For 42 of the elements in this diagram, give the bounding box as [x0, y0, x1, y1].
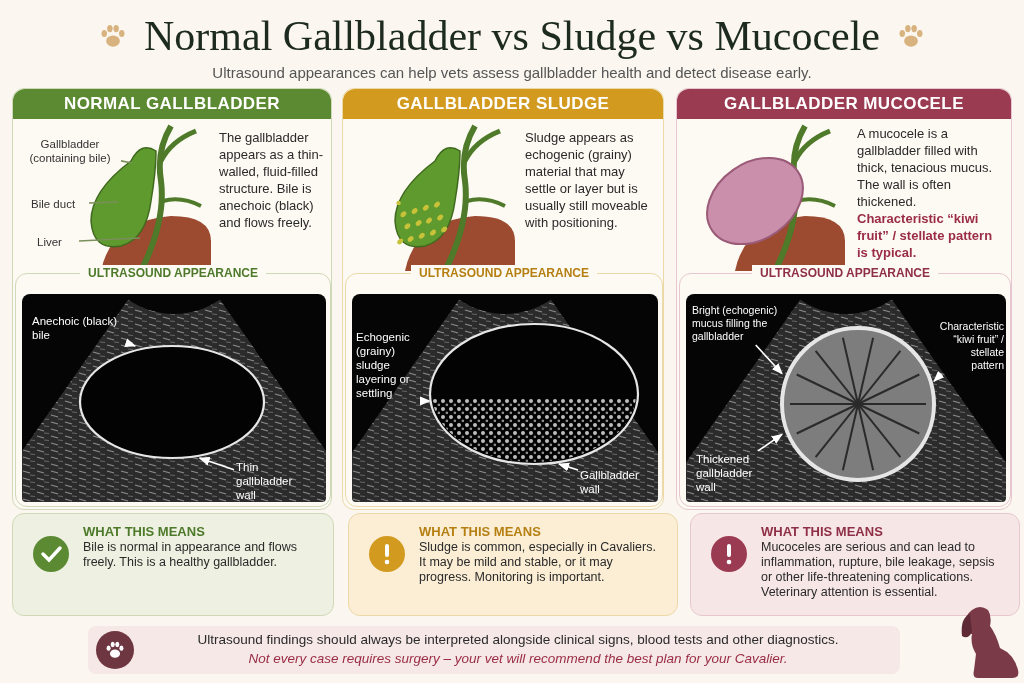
callout-label: Gallbladder (containing bile) — [21, 137, 119, 165]
page-title: Normal Gallbladder vs Sludge vs Mucocele — [144, 12, 880, 61]
leader-line — [120, 160, 133, 164]
card-text: Bile is normal in appearance and flows freely. This is a healthy gallbladder. — [83, 540, 298, 570]
callout-label: Bile duct — [31, 197, 87, 211]
panel-header: GALLBLADDER MUCOCELE — [677, 89, 1011, 119]
callout-label: Anechoic (black) bile — [32, 314, 132, 342]
callout-label: Liver — [37, 235, 77, 249]
info-card — [12, 513, 334, 616]
arrow — [124, 338, 137, 347]
panel-header: GALLBLADDER SLUDGE — [343, 89, 663, 119]
info-panel — [342, 88, 664, 510]
arrow — [754, 344, 783, 375]
card-heading: WHAT THIS MEANS — [761, 523, 883, 541]
info-panel — [676, 88, 1012, 510]
note-text: Ultrasound findings should always be interpreted alongside clinical signs, blood tests and other diagnostics. — [196, 631, 840, 649]
panel-header: NORMAL GALLBLADDER — [13, 89, 331, 119]
arrow — [933, 370, 945, 382]
gallbladder-shape — [78, 344, 266, 460]
callout-label: Characteristic “kiwi fruit” / stellate pattern — [936, 320, 1004, 372]
info-card — [348, 513, 678, 616]
gallbladder-shape — [780, 326, 936, 482]
callout-label: Echogenic (grainy) sludge layering or settling — [356, 330, 428, 400]
info-card — [690, 513, 1020, 616]
card-text: Mucoceles are serious and can lead to inflammation, rupture, bile leakage, sepsis or other life-threatening complications. Veterinary attention is essential. — [761, 540, 995, 600]
callout-label: Gallbladder wall — [580, 468, 652, 496]
subtitle: Ultrasound appearances can help vets assess gallbladder health and detect disease early. — [212, 63, 812, 83]
card-text: Sludge is common, especially in Cavaliers. It may be mild and stable, or it may progress. Monitoring is important. — [419, 540, 657, 585]
note-banner — [88, 626, 900, 674]
description-text: A mucocele is a gallbladder filled with thick, tenacious mucus. The wall is often thickened. Characteristic “kiwi fruit” / stellate pattern is typical. — [857, 125, 994, 261]
callout-label: Bright (echogenic) mucus filling the gallbladder — [692, 304, 780, 343]
note-text: Not every case requires surgery – your vet will recommend the best plan for your Cavalier. — [247, 650, 789, 668]
callout-label: Thin gallbladder wall — [236, 460, 298, 502]
arrow — [557, 462, 579, 472]
card-heading: WHAT THIS MEANS — [419, 523, 541, 541]
description-text: The gallbladder appears as a thin-walled, fluid-filled structure. Bile is anechoic (black) and flows freely. — [219, 129, 325, 231]
leader-line — [78, 237, 141, 242]
card-heading: WHAT THIS MEANS — [83, 523, 205, 541]
callout-label: Thickened gallbladder wall — [696, 452, 756, 494]
arrow — [420, 396, 431, 406]
description-text: Sludge appears as echogenic (grainy) material that may settle or layer but is usually still moveable with positioning. — [525, 129, 649, 231]
info-panel — [12, 88, 332, 510]
